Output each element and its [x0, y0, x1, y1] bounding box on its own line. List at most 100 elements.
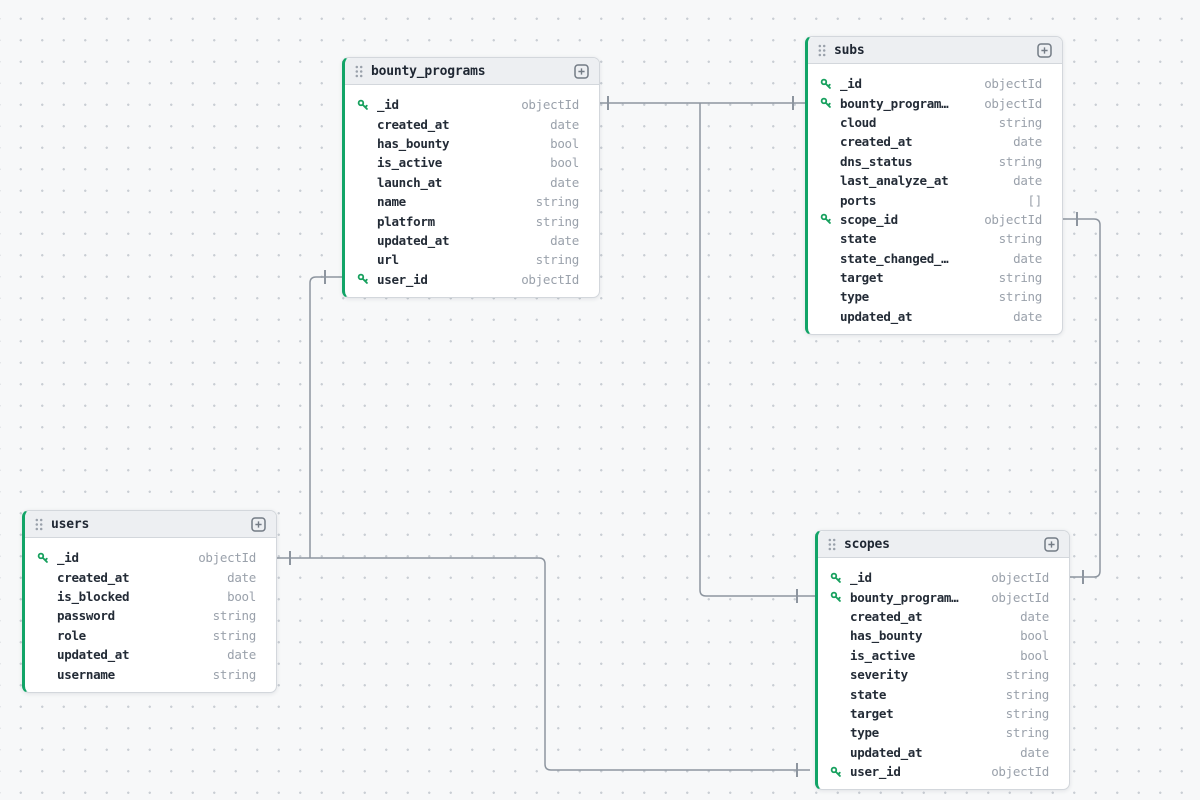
- field-row-subs-created_at[interactable]: created_at date: [808, 132, 1062, 151]
- field-row-users-updated_at[interactable]: updated_at date: [25, 645, 276, 664]
- field-type: date: [227, 569, 256, 585]
- drag-handle-icon[interactable]: [818, 44, 826, 57]
- field-row-bounty_programs-launch_at[interactable]: launch_at date: [345, 173, 599, 192]
- field-list: _id objectId bounty_program… objectId cr…: [818, 558, 1069, 789]
- field-name: _id: [57, 550, 79, 566]
- relationship-line[interactable]: [1063, 218, 1101, 578]
- collection-card-subs[interactable]: subs _id objectId bounty_program…: [805, 36, 1063, 336]
- add-field-button[interactable]: [574, 63, 589, 79]
- drag-handle-icon[interactable]: [355, 65, 363, 78]
- key-slot: [830, 746, 850, 758]
- field-row-scopes-_id[interactable]: _id objectId: [818, 568, 1069, 587]
- field-row-bounty_programs-created_at[interactable]: created_at date: [345, 114, 599, 133]
- field-row-scopes-has_bounty[interactable]: has_bounty bool: [818, 626, 1069, 645]
- field-row-subs-state_changed_[interactable]: state_changed_… date: [808, 249, 1062, 268]
- field-row-bounty_programs-platform[interactable]: platform string: [345, 211, 599, 230]
- field-row-bounty_programs-is_active[interactable]: is_active bool: [345, 153, 599, 172]
- add-field-button[interactable]: [251, 516, 266, 532]
- collection-card-scopes[interactable]: scopes _id objectId bounty_program…: [815, 530, 1070, 791]
- field-name: last_analyze_at: [840, 173, 949, 189]
- field-row-users-username[interactable]: username string: [25, 664, 276, 683]
- field-name: type: [840, 289, 869, 305]
- relationship-line[interactable]: [309, 276, 342, 558]
- field-type: string: [1005, 725, 1050, 741]
- plus-icon: [1044, 536, 1059, 552]
- collection-header[interactable]: subs: [808, 37, 1062, 64]
- field-type: string: [998, 153, 1043, 169]
- field-row-users-role[interactable]: role string: [25, 626, 276, 645]
- field-row-scopes-state[interactable]: state string: [818, 684, 1069, 703]
- field-row-scopes-severity[interactable]: severity string: [818, 665, 1069, 684]
- collection-header[interactable]: users: [25, 511, 276, 538]
- field-type: objectId: [984, 76, 1042, 92]
- key-icon: [357, 273, 368, 285]
- field-row-scopes-is_active[interactable]: is_active bool: [818, 646, 1069, 665]
- relationship-line[interactable]: [277, 557, 810, 771]
- collection-card-bounty_programs[interactable]: bounty_programs _id objectId created_: [342, 57, 600, 298]
- field-row-scopes-created_at[interactable]: created_at date: [818, 607, 1069, 626]
- field-row-subs-_id[interactable]: _id objectId: [808, 74, 1062, 93]
- collection-card-users[interactable]: users _id objectId created_at dat: [22, 510, 277, 693]
- field-name: name: [377, 194, 406, 210]
- field-name: user_id: [377, 271, 428, 287]
- key-slot: [37, 552, 57, 564]
- field-row-scopes-user_id[interactable]: user_id objectId: [818, 762, 1069, 781]
- field-row-bounty_programs-updated_at[interactable]: updated_at date: [345, 231, 599, 250]
- field-row-subs-target[interactable]: target string: [808, 268, 1062, 287]
- field-name: created_at: [840, 134, 913, 150]
- field-row-scopes-type[interactable]: type string: [818, 723, 1069, 742]
- field-row-scopes-bounty_program[interactable]: bounty_program… objectId: [818, 587, 1069, 606]
- field-row-bounty_programs-_id[interactable]: _id objectId: [345, 95, 599, 114]
- key-slot: [820, 78, 840, 90]
- collection-header[interactable]: scopes: [818, 531, 1069, 558]
- field-row-users-_id[interactable]: _id objectId: [25, 548, 276, 567]
- field-row-scopes-updated_at[interactable]: updated_at date: [818, 743, 1069, 762]
- field-row-scopes-target[interactable]: target string: [818, 704, 1069, 723]
- key-icon: [820, 214, 831, 225]
- field-name: severity: [850, 667, 908, 683]
- field-row-subs-last_analyze_at[interactable]: last_analyze_at date: [808, 171, 1062, 190]
- field-type: objectId: [991, 589, 1049, 605]
- key-slot: [37, 629, 57, 641]
- drag-handle-icon[interactable]: [35, 518, 43, 531]
- field-row-bounty_programs-user_id[interactable]: user_id objectId: [345, 270, 599, 289]
- field-row-subs-type[interactable]: type string: [808, 287, 1062, 306]
- add-field-button[interactable]: [1037, 42, 1052, 58]
- field-row-bounty_programs-url[interactable]: url string: [345, 250, 599, 269]
- field-row-subs-bounty_program[interactable]: bounty_program… objectId: [808, 93, 1062, 112]
- field-row-users-is_blocked[interactable]: is_blocked bool: [25, 587, 276, 606]
- field-row-users-password[interactable]: password string: [25, 606, 276, 625]
- field-type: date: [1020, 608, 1049, 624]
- key-slot: [830, 688, 850, 700]
- field-row-bounty_programs-has_bounty[interactable]: has_bounty bool: [345, 134, 599, 153]
- field-name: role: [57, 627, 86, 643]
- collection-title: users: [51, 516, 90, 532]
- field-name: created_at: [377, 116, 450, 132]
- key-slot: [820, 155, 840, 167]
- field-row-subs-state[interactable]: state string: [808, 229, 1062, 248]
- field-row-subs-cloud[interactable]: cloud string: [808, 113, 1062, 132]
- key-slot: [830, 707, 850, 719]
- field-row-users-created_at[interactable]: created_at date: [25, 567, 276, 586]
- field-row-bounty_programs-name[interactable]: name string: [345, 192, 599, 211]
- field-row-subs-scope_id[interactable]: scope_id objectId: [808, 210, 1062, 229]
- key-slot: [830, 591, 850, 603]
- field-row-subs-updated_at[interactable]: updated_at date: [808, 307, 1062, 326]
- drag-handle-icon[interactable]: [828, 538, 836, 551]
- field-row-subs-dns_status[interactable]: dns_status string: [808, 152, 1062, 171]
- key-slot: [357, 273, 377, 285]
- field-type: string: [998, 231, 1043, 247]
- field-type: string: [998, 289, 1043, 305]
- collection-title: scopes: [844, 536, 890, 552]
- key-slot: [820, 233, 840, 245]
- field-type: date: [1013, 250, 1042, 266]
- collection-header[interactable]: bounty_programs: [345, 58, 599, 85]
- relationship-line[interactable]: [699, 103, 815, 597]
- field-list: _id objectId bounty_program… objectId cl…: [808, 64, 1062, 334]
- add-field-button[interactable]: [1044, 536, 1059, 552]
- key-slot: [830, 610, 850, 622]
- field-name: bounty_program…: [840, 95, 949, 111]
- field-row-subs-ports[interactable]: ports []: [808, 190, 1062, 209]
- key-icon: [820, 97, 831, 108]
